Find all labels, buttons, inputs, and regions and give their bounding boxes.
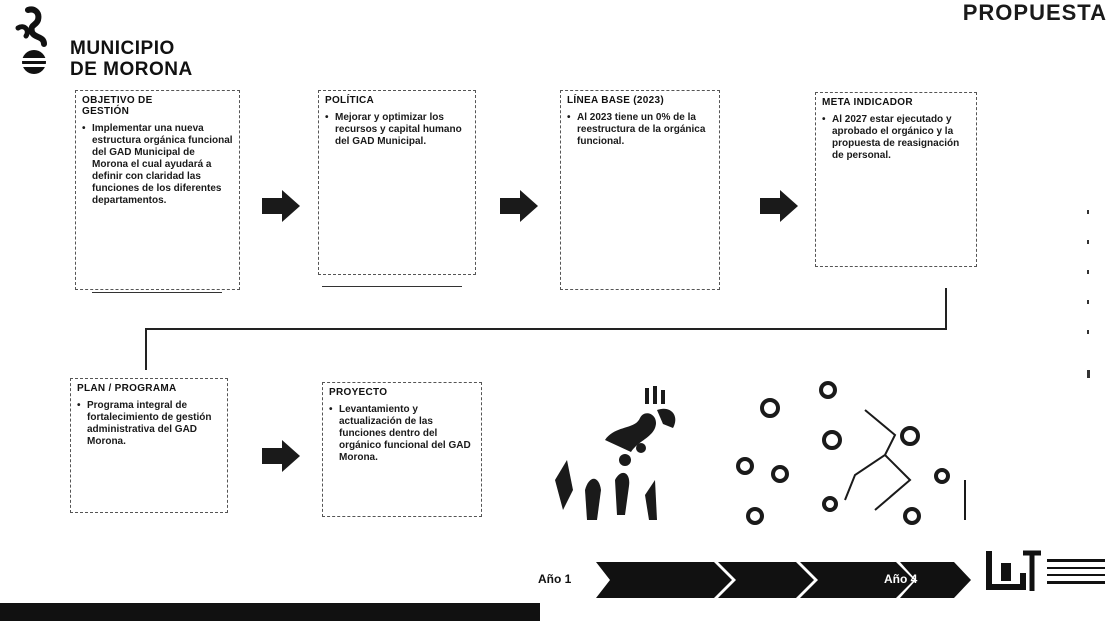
step-text: Mejorar y optimizar los recursos y capit… — [325, 112, 469, 148]
connector-line — [945, 288, 947, 330]
municipality-name: MUNICIPIO DE MORONA — [70, 38, 193, 80]
slide-title: PROPUESTA — [962, 0, 1107, 25]
step-box-proyecto: PROYECTO Levantamiento y actualización d… — [322, 382, 482, 517]
step-title: PLAN / PROGRAMA — [77, 383, 177, 394]
step-box-objetivo: OBJETIVO DE GESTIÓN Implementar una nuev… — [75, 90, 240, 290]
step-box-linea-base: LÍNEA BASE (2023) Al 2023 tiene un 0% de… — [560, 90, 720, 290]
step-box-plan-programa: PLAN / PROGRAMA Programa integral de for… — [70, 378, 228, 513]
right-arrow-icon — [262, 440, 300, 472]
decorative-marks — [1087, 210, 1090, 378]
step-text: Implementar una nueva estructura orgánic… — [82, 123, 233, 207]
right-arrow-icon — [760, 190, 798, 222]
municipality-logo: MUNICIPIO DE MORONA — [10, 6, 200, 84]
timeline: Año 1 Año 4 — [538, 558, 978, 602]
municipality-name-line1: MUNICIPIO — [70, 38, 175, 59]
step-title: PROYECTO — [329, 387, 388, 398]
timeline-start-label: Año 1 — [538, 572, 572, 586]
step-title: META INDICADOR — [822, 97, 913, 108]
divider — [92, 292, 222, 293]
step-text: Al 2023 tiene un 0% de la reestructura d… — [567, 112, 713, 148]
timeline-chevrons — [596, 562, 971, 598]
municipality-name-line2: DE MORONA — [70, 59, 193, 80]
step-title: LÍNEA BASE (2023) — [567, 95, 664, 106]
right-arrow-icon — [262, 190, 300, 222]
footer-bar — [0, 603, 540, 621]
step-text: Programa integral de fortalecimiento de … — [77, 400, 221, 448]
connector-line — [145, 328, 147, 370]
timeline-end-label: Año 4 — [884, 572, 918, 586]
institution-logo-icon — [986, 550, 1105, 591]
people-network-illustration — [555, 381, 966, 525]
municipio-emblem-icon — [15, 6, 48, 74]
step-title: POLÍTICA — [325, 95, 375, 106]
step-title: OBJETIVO DE GESTIÓN — [82, 95, 153, 117]
divider — [322, 286, 462, 287]
step-text: Al 2027 estar ejecutado y aprobado el or… — [822, 114, 970, 162]
step-box-politica: POLÍTICA Mejorar y optimizar los recurso… — [318, 90, 476, 275]
step-box-meta-indicador: META INDICADOR Al 2027 estar ejecutado y… — [815, 92, 977, 267]
connector-line — [145, 328, 947, 330]
step-text: Levantamiento y actualización de las fun… — [329, 404, 475, 464]
right-arrow-icon — [500, 190, 538, 222]
